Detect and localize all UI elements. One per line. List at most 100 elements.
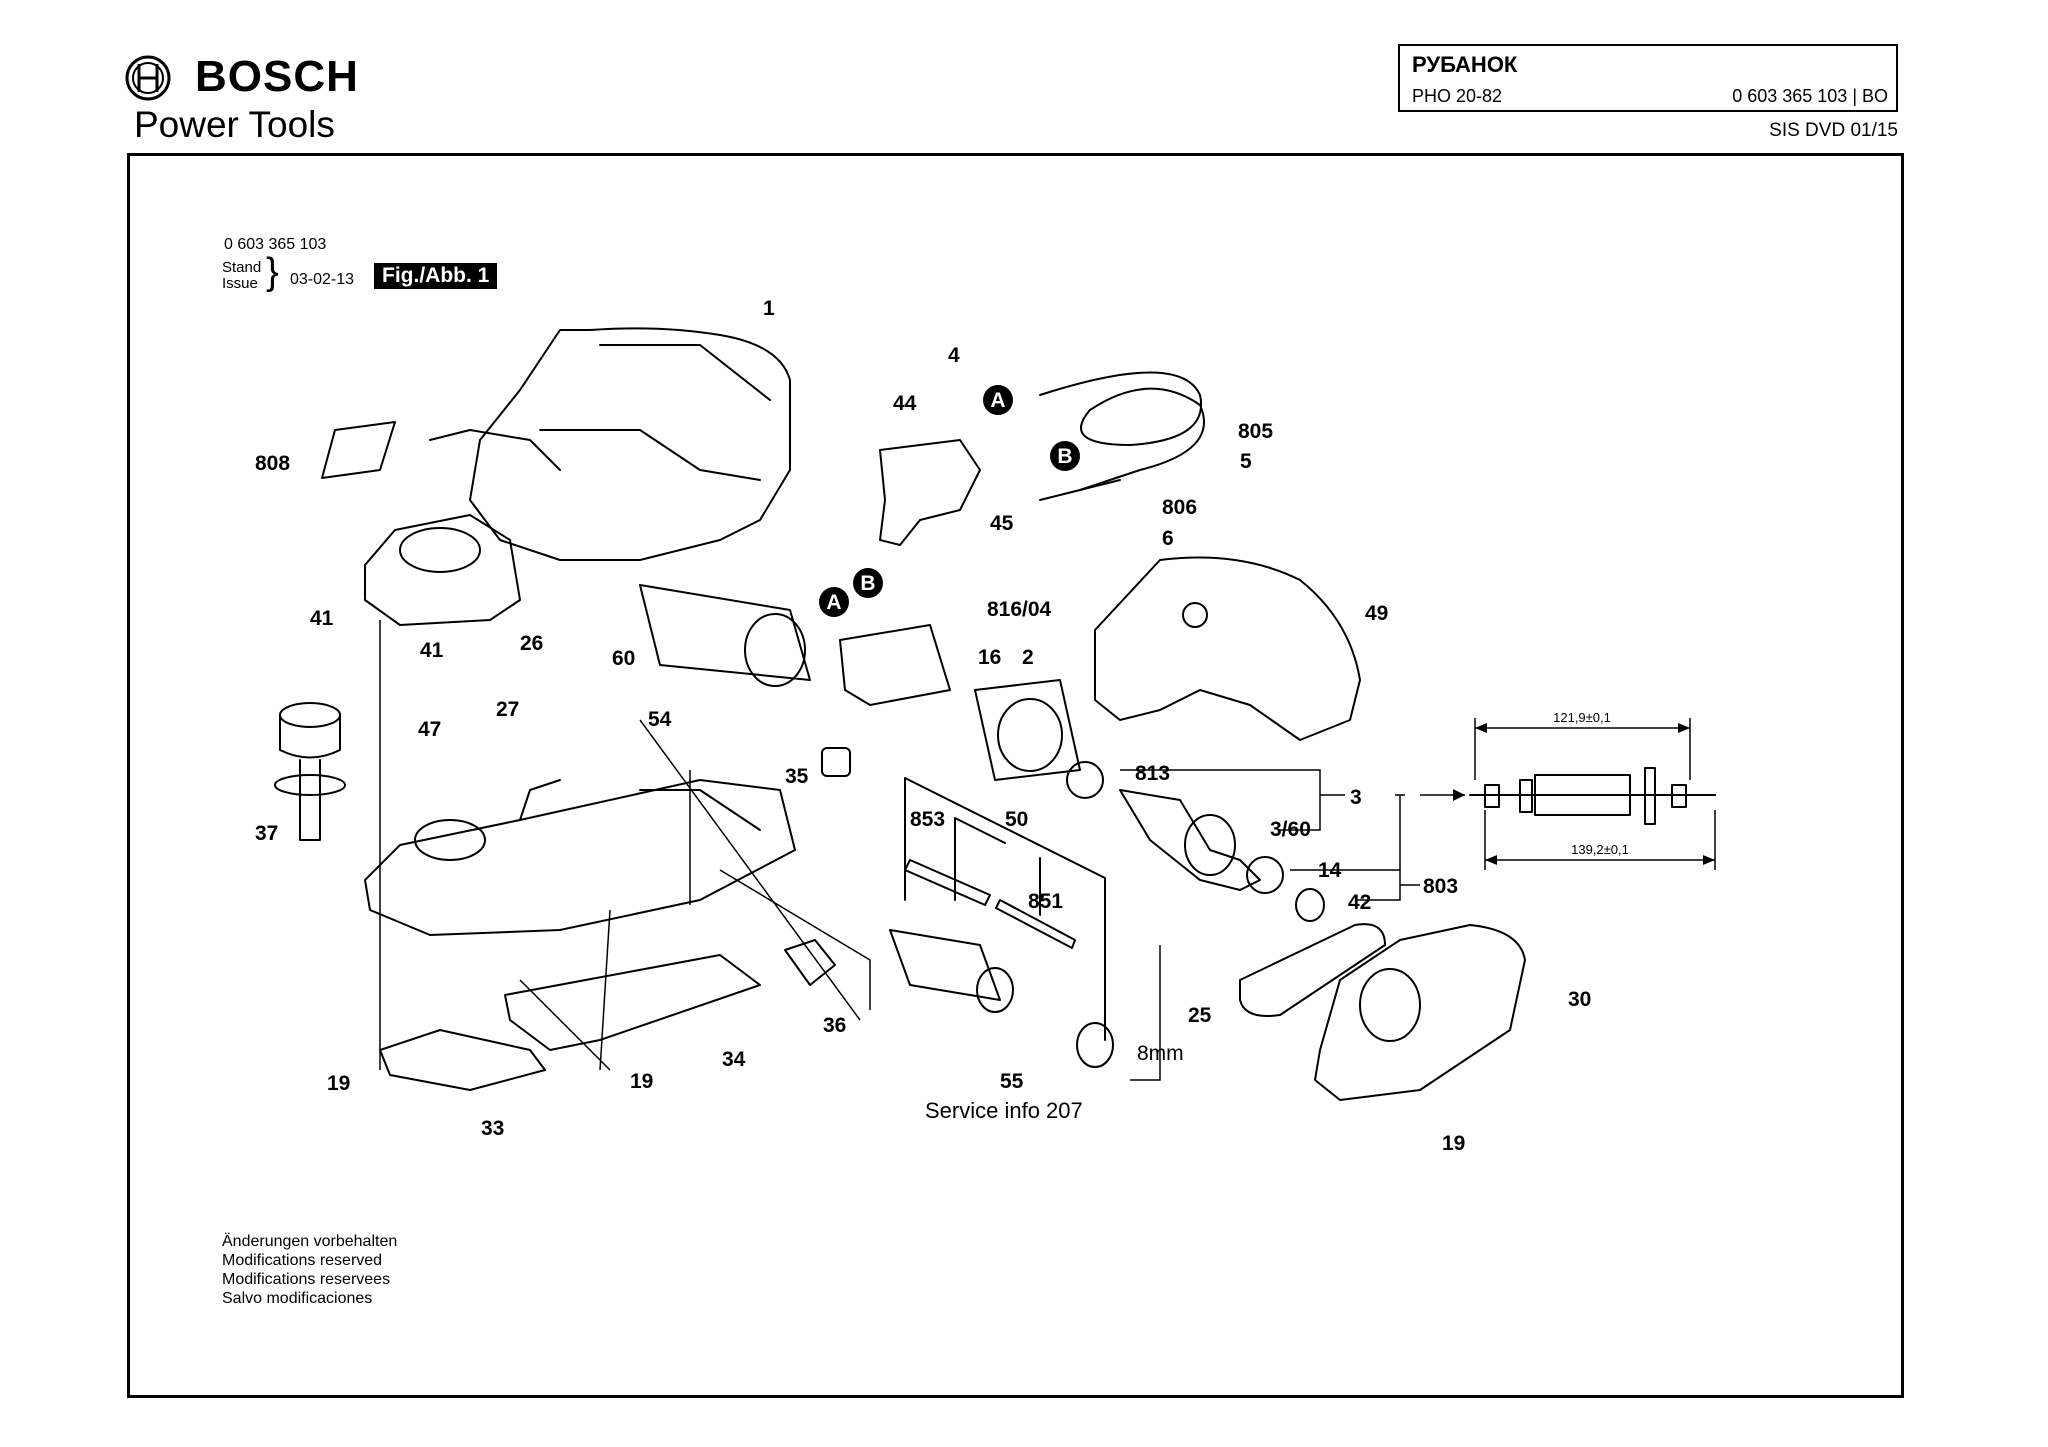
bosch-armature-logo-icon	[125, 55, 171, 101]
motor-pulley-part	[889, 929, 1001, 1001]
label-27: 27	[496, 698, 519, 721]
label-851: 851	[1028, 890, 1063, 913]
connector-b-badge: B	[1050, 441, 1080, 471]
bearing-14-part	[1246, 856, 1284, 894]
brace-glyph: }	[266, 251, 279, 293]
label-45: 45	[990, 512, 1014, 535]
label-41-right: 41	[420, 639, 444, 662]
issue-date: 03-02-13	[290, 271, 355, 288]
rear-shoe-part	[379, 1029, 546, 1091]
diagram-part-number: 0 603 365 103	[224, 236, 327, 253]
label-3: 3	[1350, 786, 1362, 809]
brand-subtitle: Power Tools	[134, 104, 335, 145]
svg-text:A: A	[826, 591, 841, 614]
label-1: 1	[763, 297, 775, 320]
bearing-813-part	[1066, 761, 1104, 799]
connector-a-badge: A	[983, 385, 1013, 415]
depth-knob-part	[279, 702, 341, 728]
label-16: 16	[978, 646, 1001, 669]
label-19-left: 19	[327, 1072, 350, 1095]
label-36: 36	[823, 1014, 846, 1037]
modification-notes: Änderungen vorbehalten Modifications res…	[222, 1232, 397, 1308]
label-14: 14	[1318, 859, 1342, 882]
label-30: 30	[1568, 988, 1591, 1011]
label-33: 33	[481, 1117, 504, 1140]
label-19-right: 19	[1442, 1132, 1465, 1155]
label-8mm: 8mm	[1137, 1042, 1184, 1065]
label-5: 5	[1240, 450, 1252, 473]
bearing-part	[821, 747, 851, 777]
service-info: Service info 207	[925, 1098, 1083, 1123]
connector-b-badge-2: B	[853, 568, 883, 598]
document-reference: SIS DVD 01/15	[1769, 120, 1898, 141]
label-42: 42	[1348, 891, 1371, 914]
label-50: 50	[1005, 808, 1028, 831]
clip-part	[784, 939, 836, 986]
front-shoe-part	[364, 514, 521, 626]
bracket-frame	[904, 777, 1106, 1041]
dimension-top: 121,9±0,1	[1553, 710, 1611, 725]
label-26: 26	[520, 632, 543, 655]
gasket-part	[504, 954, 761, 1051]
label-19-mid: 19	[630, 1070, 653, 1093]
brush-strip-851	[995, 899, 1076, 949]
issue-label: Issue	[222, 275, 258, 292]
label-813: 813	[1135, 762, 1170, 785]
label-805: 805	[1238, 420, 1273, 443]
svg-text:B: B	[860, 572, 875, 595]
label-55: 55	[1000, 1070, 1024, 1093]
label-44: 44	[893, 392, 917, 415]
motor-tube-part	[639, 584, 811, 681]
dimension-bottom: 139,2±0,1	[1571, 842, 1629, 857]
note-line-es: Salvo modificaciones	[222, 1290, 373, 1307]
label-816-04: 816/04	[987, 598, 1052, 621]
gear-housing-part	[364, 779, 796, 936]
label-34: 34	[722, 1048, 746, 1071]
nameplate-part	[321, 421, 396, 479]
brush-holder-part	[839, 624, 951, 706]
label-49: 49	[1365, 602, 1388, 625]
handle-cover-part	[1094, 556, 1361, 741]
label-35: 35	[785, 765, 809, 788]
label-4: 4	[948, 344, 960, 367]
label-25: 25	[1188, 1004, 1212, 1027]
label-37: 37	[255, 822, 278, 845]
drawing-frame	[127, 153, 1904, 1398]
switch-part	[879, 439, 981, 546]
brush-strip-853	[904, 859, 991, 906]
note-line-en: Modifications reserved	[222, 1252, 383, 1269]
label-3-60: 3/60	[1270, 818, 1311, 841]
label-808: 808	[255, 452, 290, 475]
label-6: 6	[1162, 527, 1174, 550]
product-model: PHO 20-82	[1412, 86, 1503, 106]
stand-issue-label: Stand Issue	[222, 260, 261, 292]
label-47: 47	[418, 718, 441, 741]
belt-guard-part	[1314, 924, 1526, 1101]
label-806: 806	[1162, 496, 1197, 519]
svg-text:B: B	[1057, 445, 1072, 468]
label-2: 2	[1022, 646, 1034, 669]
armature-part	[1119, 789, 1261, 891]
cable-part	[1039, 371, 1205, 491]
product-part-number: 0 603 365 103 | BO	[1732, 86, 1888, 106]
figure-label: Fig./Abb. 1	[374, 263, 498, 289]
label-41-left: 41	[310, 607, 334, 630]
label-54: 54	[648, 708, 672, 731]
label-803: 803	[1423, 875, 1458, 898]
drive-belt-part	[1239, 923, 1386, 1017]
product-name: РУБАНОК	[1412, 52, 1518, 77]
title-block: РУБАНОК PHO 20-82 0 603 365 103 | BO	[1398, 44, 1898, 112]
note-line-fr: Modifications reservees	[222, 1271, 391, 1288]
gear-pulley-part	[1076, 1022, 1114, 1068]
connector-a-badge-2: A	[819, 587, 849, 617]
pulley-42-part	[1295, 888, 1325, 922]
stand-label: Stand	[222, 259, 262, 276]
brand-name: BOSCH	[195, 52, 359, 101]
label-60: 60	[612, 647, 635, 670]
housing-part	[469, 327, 791, 561]
note-line-de: Änderungen vorbehalten	[222, 1233, 398, 1250]
label-853: 853	[910, 808, 945, 831]
field-stator-part	[974, 679, 1081, 781]
svg-text:A: A	[990, 389, 1005, 412]
